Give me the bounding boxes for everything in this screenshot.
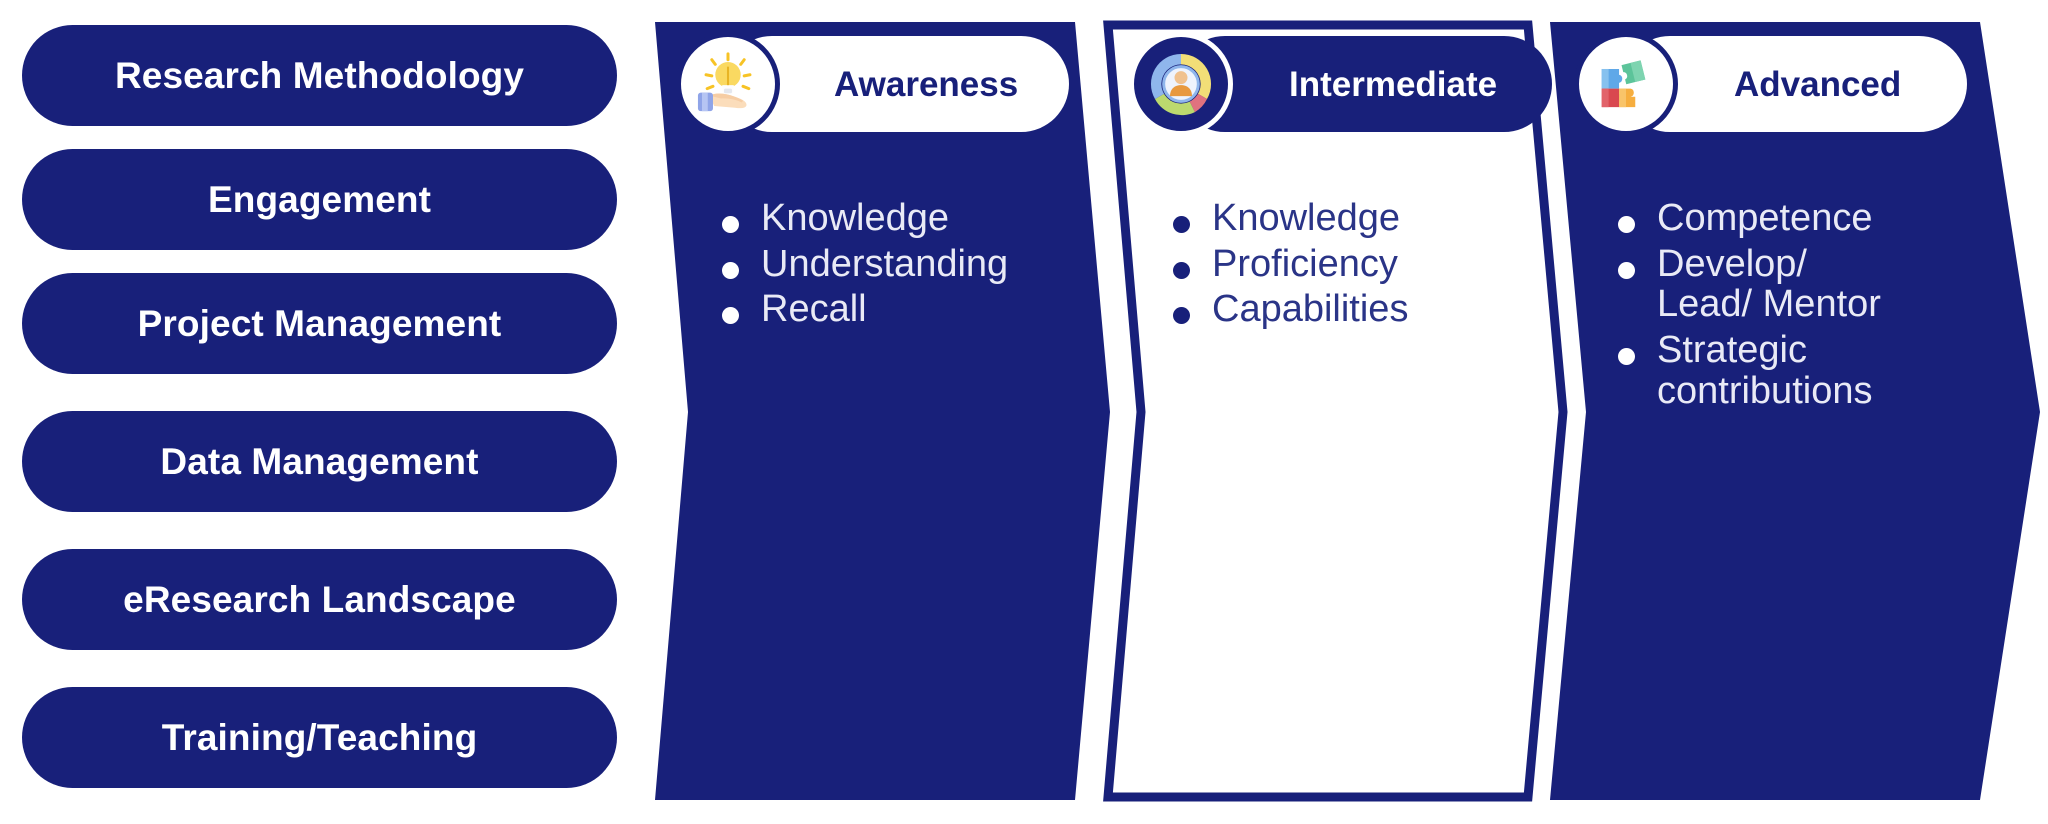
sidebar-item-label: Engagement <box>207 179 432 220</box>
sidebar-item-label: Data Management <box>160 441 479 482</box>
bullet-dot <box>722 261 739 279</box>
sidebar-item-engagement[interactable]: Engagement <box>22 149 617 250</box>
awareness-bullet-list: Knowledge Understanding Recall <box>722 198 1082 335</box>
sidebar-item-label: Training/Teaching <box>161 717 478 758</box>
bullet-dot <box>1618 216 1635 233</box>
bullet-dot <box>1173 216 1190 233</box>
sidebar-item-label: eResearch Landscape <box>123 579 516 620</box>
awareness-chevron-shape <box>655 22 1110 800</box>
list-item: Develop/ Lead/ Mentor <box>1618 243 2018 325</box>
person-donut-chart-glyph <box>1150 53 1212 116</box>
list-item: Proficiency <box>1173 243 1543 285</box>
sidebar-item-label: Research Methodology <box>114 55 525 96</box>
person-donut-chart-icon <box>1129 32 1233 136</box>
advanced-title-pill: Advanced <box>1622 36 1967 132</box>
list-item: Competence <box>1618 198 2018 239</box>
level-panel-awareness[interactable]: Awareness <box>640 0 1110 824</box>
lightbulb-in-hand-glyph <box>697 52 752 112</box>
advanced-chevron-shape <box>1550 22 2040 800</box>
bullet-dot <box>722 216 739 233</box>
advanced-title: Advanced <box>1734 64 1902 104</box>
list-item: Strategic contributions <box>1618 330 2018 411</box>
bullet-dot <box>1173 307 1190 325</box>
puzzle-pieces-glyph <box>1601 60 1646 108</box>
intermediate-title: Intermediate <box>1289 64 1498 104</box>
lightbulb-in-hand-icon <box>676 32 780 136</box>
bullet-dot <box>1173 261 1190 279</box>
sidebar-item-project-management[interactable]: Project Management <box>22 273 617 374</box>
puzzle-pieces-icon <box>1574 32 1678 136</box>
bullet-dot <box>1618 347 1635 365</box>
list-item: Capabilities <box>1173 289 1543 330</box>
list-item: Knowledge <box>722 198 1082 239</box>
level-panel-intermediate[interactable]: Intermediate <box>1085 0 1568 824</box>
sidebar-item-label: Project Management <box>137 303 502 344</box>
sidebar-item-data-management[interactable]: Data Management <box>22 411 617 512</box>
list-item: Understanding <box>722 243 1082 285</box>
competency-areas-list: Research Methodology Engagement Project … <box>22 25 617 800</box>
sidebar-item-research-methodology[interactable]: Research Methodology <box>22 25 617 126</box>
bullet-dot <box>1618 261 1635 279</box>
list-item: Knowledge <box>1173 198 1543 239</box>
sidebar-item-training-teaching[interactable]: Training/Teaching <box>22 687 617 788</box>
awareness-title-pill: Awareness <box>724 36 1069 132</box>
intermediate-title-pill: Intermediate <box>1177 36 1552 132</box>
intermediate-chevron-shape <box>1103 20 1568 802</box>
intermediate-bullet-list: Knowledge Proficiency Capabilities <box>1173 198 1543 335</box>
sidebar-item-eresearch-landscape[interactable]: eResearch Landscape <box>22 549 617 650</box>
level-panel-advanced[interactable]: Advanced <box>1528 0 2048 824</box>
awareness-title: Awareness <box>834 64 1019 104</box>
list-item: Recall <box>722 289 1082 330</box>
advanced-bullet-list: Competence Develop/ Lead/ Mentor Strateg… <box>1618 198 2018 416</box>
bullet-dot <box>722 307 739 325</box>
